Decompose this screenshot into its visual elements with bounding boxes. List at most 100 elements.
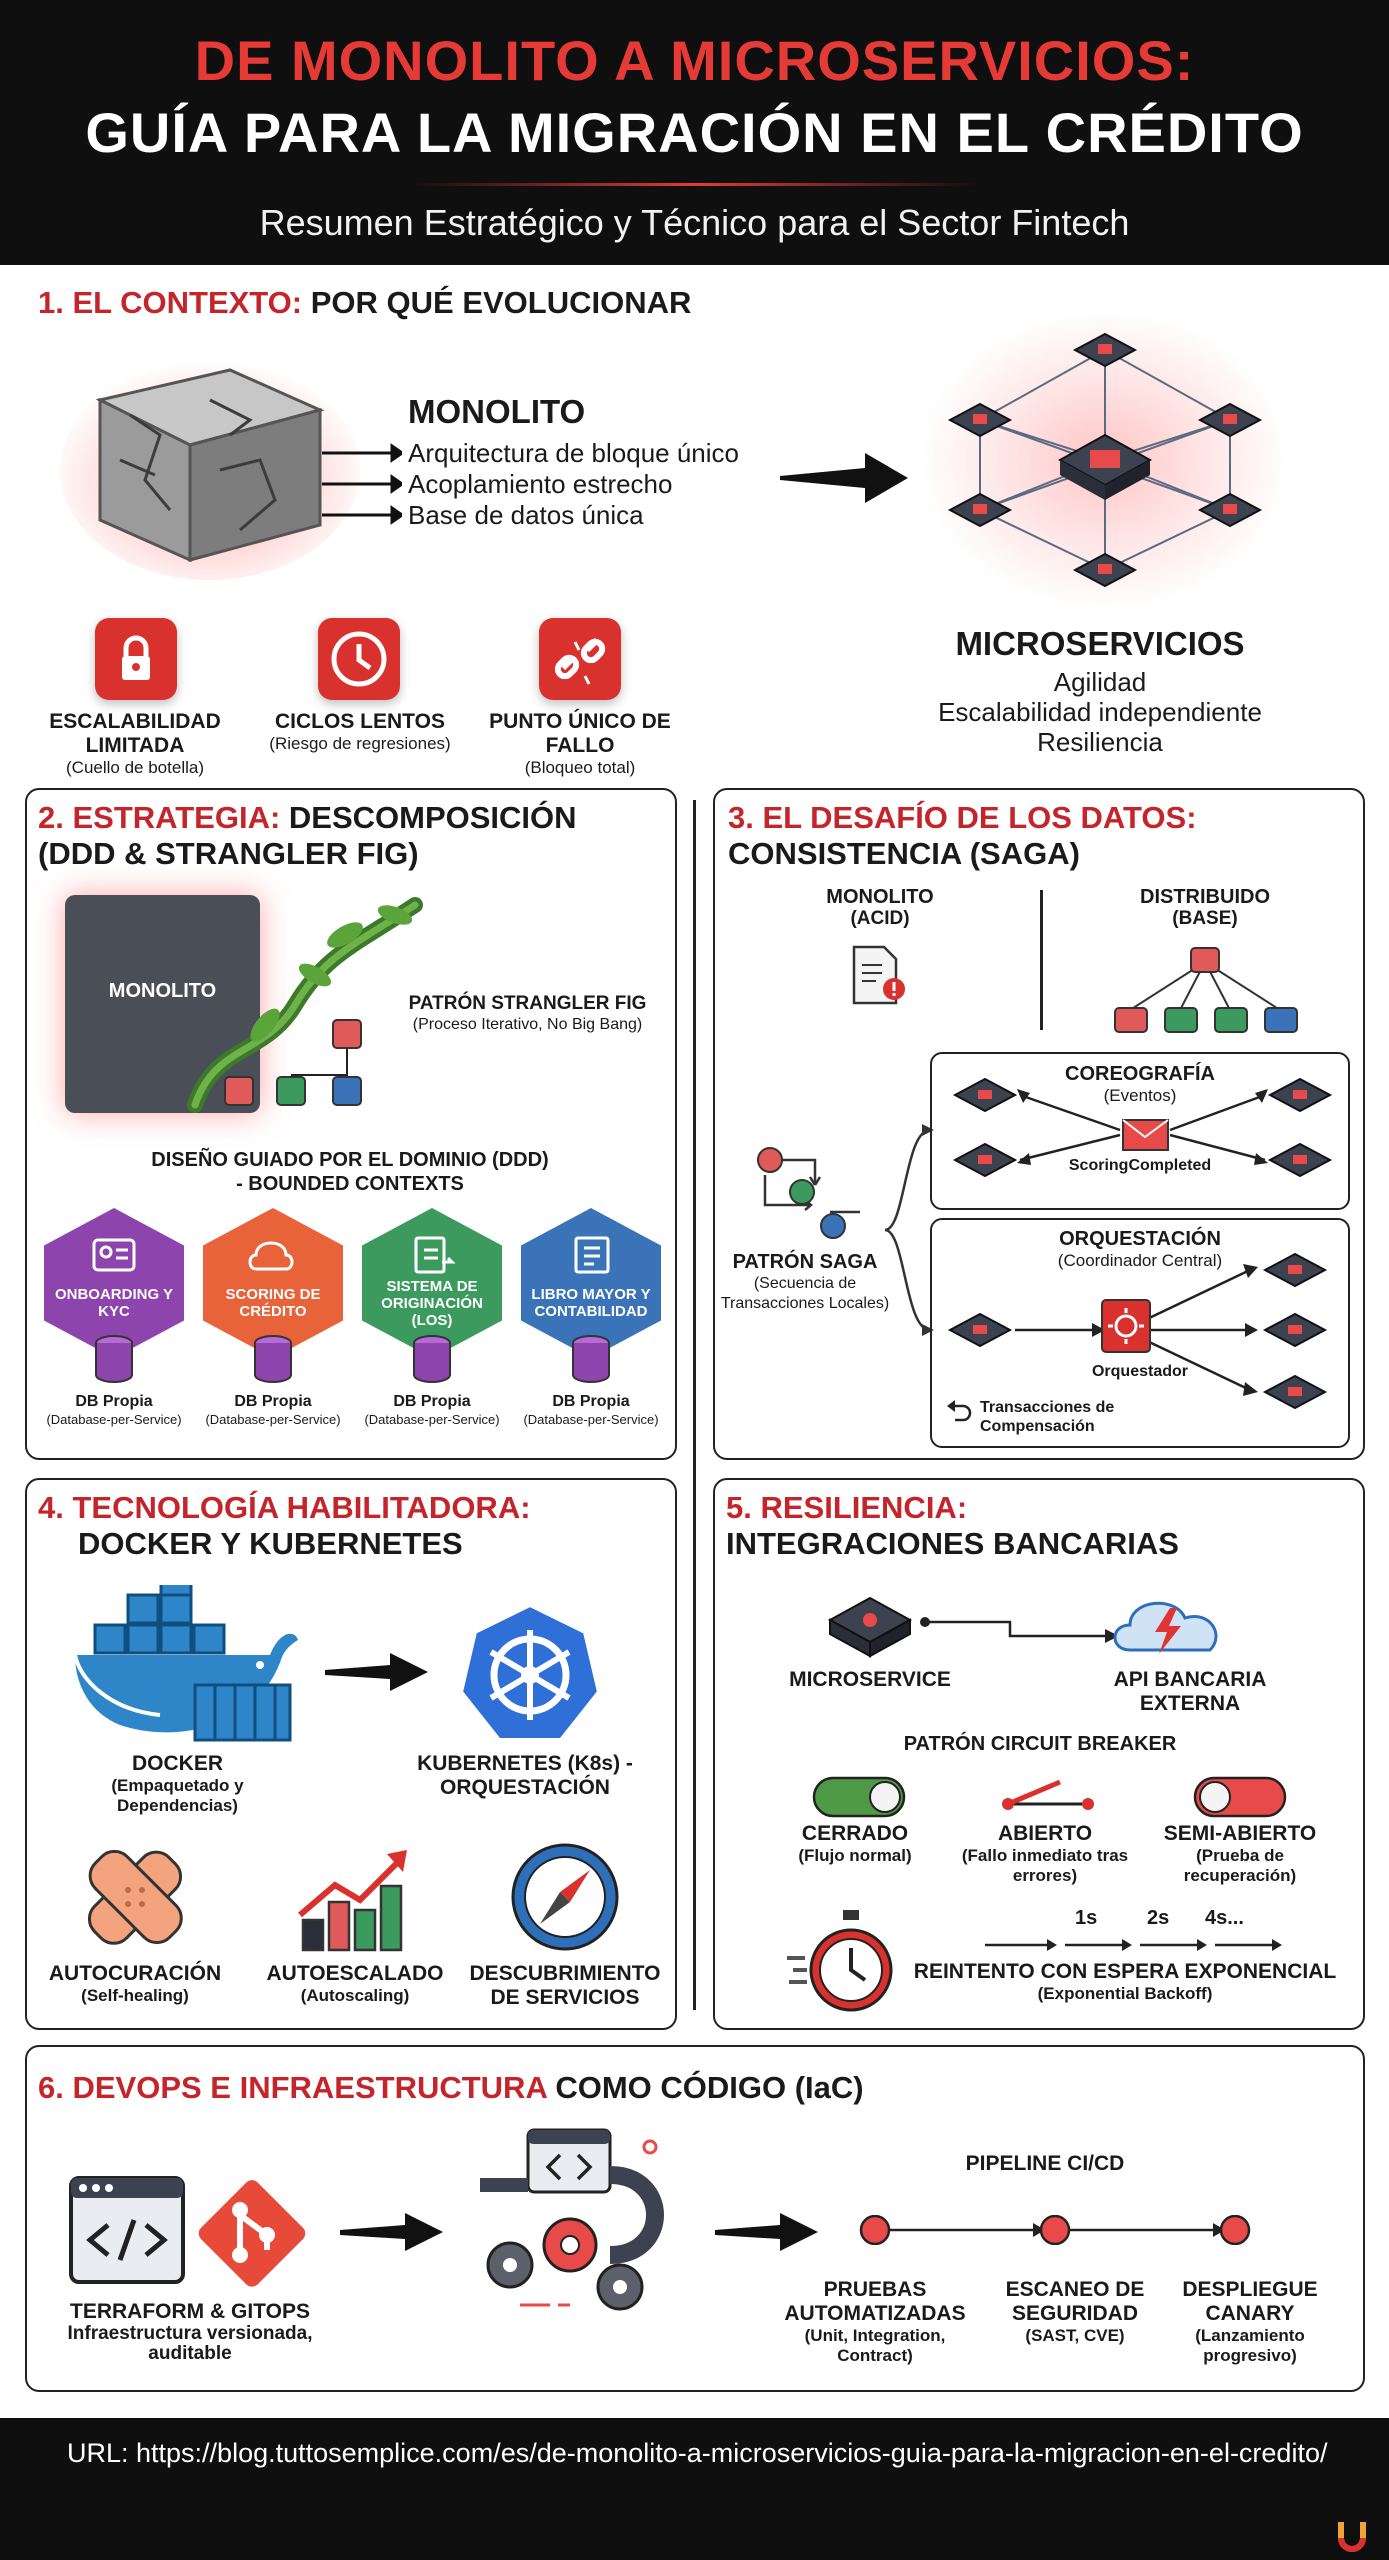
state-closed: CERRADO(Flujo normal) — [765, 1822, 945, 1866]
stage-note: (SAST, CVE) — [1025, 2326, 1125, 2345]
db-title: DB Propia — [393, 1393, 471, 1410]
feature-service-discovery: DESCUBRIMIENTO DE SERVICIOS — [460, 1962, 670, 2010]
backoff-step: 1s — [1075, 1907, 1098, 1929]
pipeline-flow — [859, 2215, 1251, 2245]
db-label: DB Propia (Database-per-Service) — [34, 1393, 194, 1429]
stage-security: ESCANEO DE SEGURIDAD(SAST, CVE) — [975, 2278, 1175, 2346]
stage-canary: DESPLIEGUE CANARY(Lanzamiento progresivo… — [1165, 2278, 1335, 2366]
state-title: CERRADO — [801, 1822, 909, 1845]
choreography-box — [930, 1052, 1350, 1210]
state-note: (Fallo inmediato tras errores) — [961, 1846, 1129, 1885]
stage-title: PRUEBAS AUTOMATIZADAS — [784, 2278, 966, 2325]
distributed-base: DISTRIBUIDO(BASE) — [1105, 885, 1305, 929]
acid-base-divider — [1040, 890, 1043, 1030]
source-url[interactable]: URL: https://blog.tuttosemplice.com/es/d… — [67, 2438, 1328, 2468]
section-2-title-line2: (DDD & STRANGLER FIG) — [38, 836, 419, 871]
section-4-title-red: 4. TECNOLOGÍA HABILITADORA: — [38, 1490, 531, 1525]
circuit-breaker-label: PATRÓN CIRCUIT BREAKER — [903, 1733, 1177, 1755]
clock-icon — [318, 618, 400, 700]
growth-chart-icon — [298, 1850, 407, 1952]
micro-point: Resiliencia — [1037, 727, 1163, 757]
section-3-title: 3. EL DESAFÍO DE LOS DATOS: CONSISTENCIA… — [728, 800, 1197, 872]
db-title: DB Propia — [75, 1393, 153, 1410]
monolith-point: Arquitectura de bloque único — [408, 438, 740, 468]
db-label: DB Propia(Database-per-Service) — [511, 1393, 671, 1429]
micro-point: Agilidad — [1053, 667, 1147, 697]
context-icons — [92, 1236, 610, 1274]
db-note: (Database-per-Service) — [364, 1412, 500, 1427]
brand-logo-icon — [1338, 2522, 1366, 2552]
section-3-title-line2: CONSISTENCIA (SAGA) — [728, 836, 1080, 871]
stage-tests: PRUEBAS AUTOMATIZADAS(Unit, Integration,… — [770, 2278, 980, 2366]
section-5-title-red: 5. RESILIENCIA: — [726, 1490, 968, 1525]
monolith-point: Acoplamiento estrecho — [408, 469, 673, 499]
title-divider — [410, 183, 980, 186]
column-divider — [693, 800, 696, 2010]
problem-scalability: ESCALABILIDAD LIMITADA (Cuello de botell… — [20, 710, 250, 778]
strangler-title: PATRÓN STRANGLER FIG — [408, 993, 647, 1014]
docker-title: DOCKER — [131, 1752, 223, 1775]
section-6-title-black: COMO CÓDIGO (IaC) — [555, 2070, 864, 2105]
kubernetes-icon — [458, 1602, 602, 1742]
docker-whale-icon — [73, 1585, 298, 1742]
undo-arrow-icon — [947, 1400, 972, 1422]
feature-title: AUTOCURACIÓN — [48, 1962, 222, 1985]
lock-icon — [95, 618, 177, 700]
orchestration-label: ORQUESTACIÓN(Coordinador Central) — [1020, 1227, 1260, 1271]
kubernetes-label: KUBERNETES (K8s) - ORQUESTACIÓN — [417, 1752, 633, 1799]
microservices-block: MICROSERVICIOS Agilidad Escalabilidad in… — [880, 625, 1320, 757]
retry-note: (Exponential Backoff) — [1037, 1984, 1213, 2003]
retry-title: REINTENTO CON ESPERA EXPONENCIAL — [913, 1960, 1337, 1983]
feature-title: DESCUBRIMIENTO DE SERVICIOS — [469, 1962, 661, 2009]
circuit-connection-diagram — [827, 1596, 1218, 1658]
strangler-note: (Proceso Iterativo, No Big Bang) — [412, 1016, 643, 1033]
problem-label: ESCALABILIDAD LIMITADA — [49, 710, 221, 757]
section-2-title-black: DESCOMPOSICIÓN — [288, 800, 577, 835]
section-5-title-line2: INTEGRACIONES BANCARIAS — [726, 1526, 1179, 1561]
context-label: ONBOARDING Y KYC — [54, 1286, 174, 1320]
database-icon — [95, 1335, 133, 1383]
saga-title: PATRÓN SAGA — [732, 1251, 878, 1273]
context-origination: SISTEMA DE ORIGINACIÓN (LOS) — [362, 1208, 502, 1358]
stopwatch-icon — [787, 1910, 893, 2012]
section-3-panel — [713, 788, 1365, 1460]
bandage-icon — [87, 1849, 183, 1945]
retry-label: REINTENTO CON ESPERA EXPONENCIAL(Exponen… — [905, 1960, 1345, 2004]
git-icon — [198, 2180, 306, 2287]
terraform-title: TERRAFORM & GITOPS — [70, 2300, 310, 2323]
saga-cycle-icon — [757, 1147, 860, 1239]
problem-label: CICLOS LENTOS — [275, 710, 445, 733]
code-window-icon — [69, 2176, 185, 2284]
feature-note: (Autoscaling) — [300, 1986, 410, 2005]
stage-note: (Unit, Integration, Contract) — [804, 2326, 946, 2365]
distributed-tree-icon — [1114, 947, 1298, 1033]
orch-note: (Coordinador Central) — [1057, 1251, 1223, 1270]
stage-title: DESPLIEGUE CANARY — [1182, 2278, 1318, 2325]
state-note: (Flujo normal) — [798, 1846, 912, 1865]
backoff-step: 2s — [1147, 1907, 1170, 1929]
db-title: DB Propia — [552, 1393, 630, 1410]
section-2-title: 2. ESTRATEGIA: DESCOMPOSICIÓN (DDD & STR… — [38, 800, 577, 872]
database-icon — [413, 1335, 451, 1383]
problem-note: (Riesgo de regresiones) — [269, 734, 451, 753]
pipeline-label: PIPELINE CI/CD — [965, 2152, 1125, 2175]
monolith-point: Base de datos única — [408, 500, 644, 530]
section-5-panel — [713, 1478, 1365, 2030]
circuit-breaker-states — [812, 1776, 1287, 1818]
state-title: SEMI-ABIERTO — [1163, 1822, 1317, 1845]
choreography-label: COREOGRAFÍA(Eventos) — [1040, 1062, 1240, 1106]
orch-title: ORQUESTACIÓN — [1059, 1228, 1221, 1250]
stone-cube-icon — [60, 360, 360, 580]
database-icon — [572, 1335, 610, 1383]
section-6-title: 6. DEVOPS E INFRAESTRUCTURA COMO CÓDIGO … — [38, 2070, 864, 2106]
docker-label: DOCKER(Empaquetado y Dependencias) — [70, 1752, 285, 1816]
context-label: SCORING DE CRÉDITO — [225, 1286, 321, 1320]
section-5-title: 5. RESILIENCIA: INTEGRACIONES BANCARIAS — [726, 1490, 1179, 1562]
section-3-title-red: 3. EL DESAFÍO DE LOS DATOS: — [728, 800, 1197, 835]
broken-link-icon — [539, 618, 621, 700]
base-title: DISTRIBUIDO — [1140, 886, 1270, 908]
strangler-label: PATRÓN STRANGLER FIG (Proceso Iterativo,… — [385, 993, 670, 1035]
db-note: (Database-per-Service) — [46, 1412, 182, 1427]
transition-arrow — [325, 1653, 428, 1691]
docker-note: (Empaquetado y Dependencias) — [111, 1776, 244, 1815]
